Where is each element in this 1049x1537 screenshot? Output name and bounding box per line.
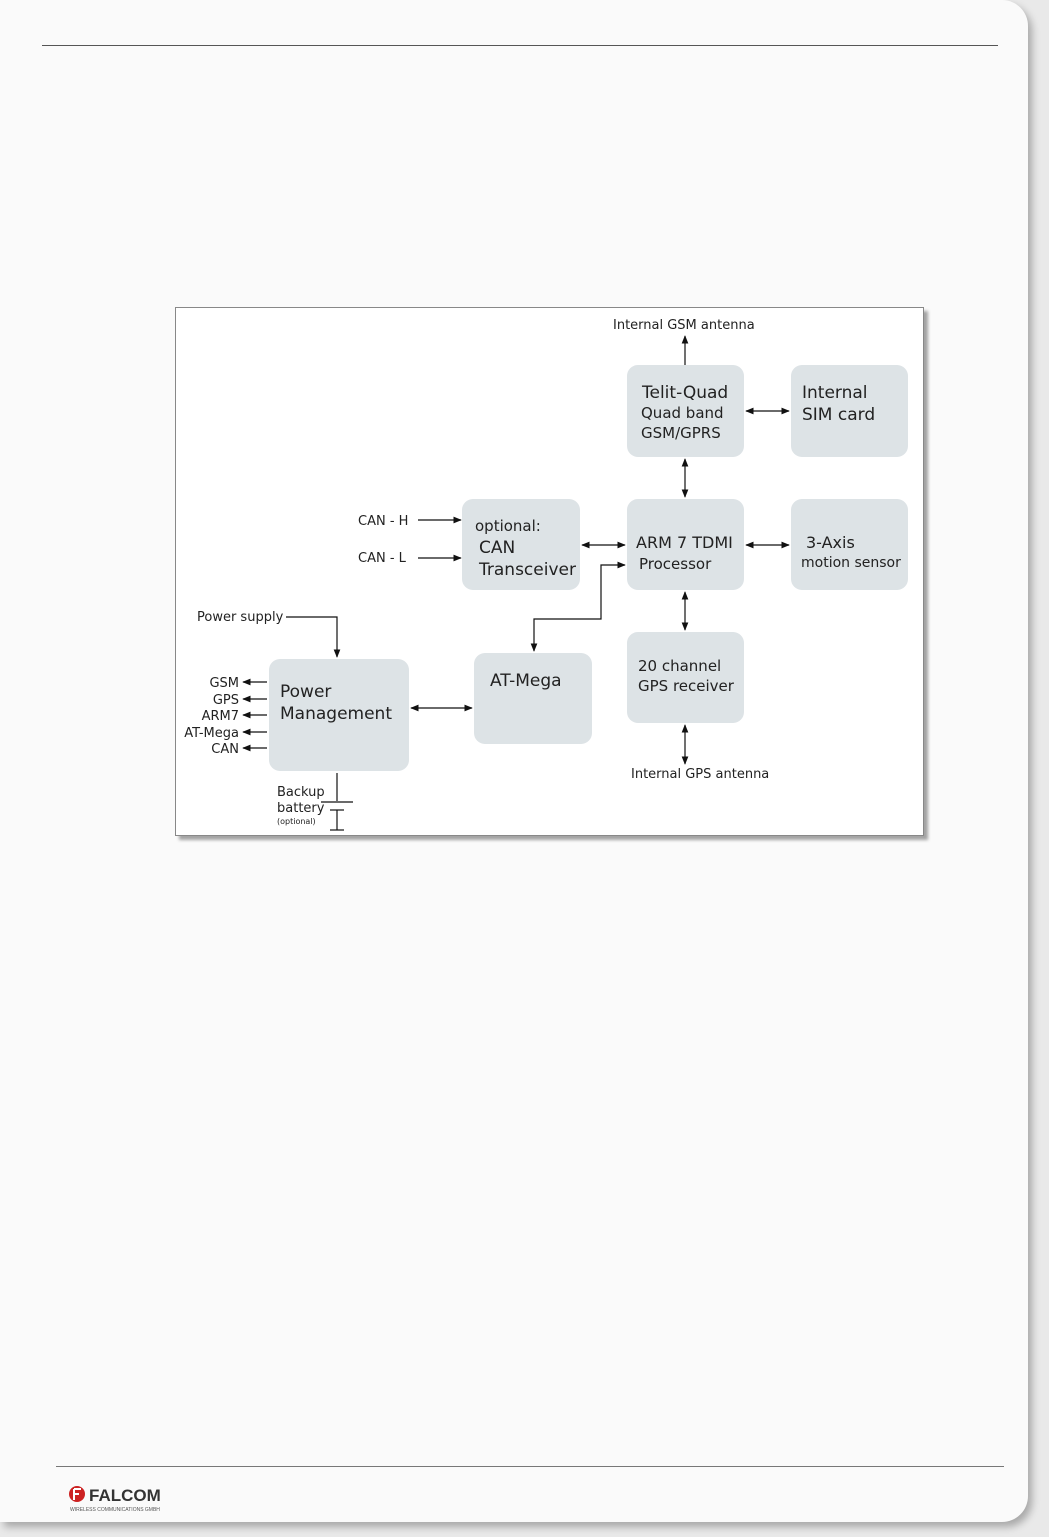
label-out-atmega: AT-Mega — [184, 726, 239, 741]
label-power-supply: Power supply — [197, 610, 284, 625]
logo-text: FALCOM — [89, 1486, 161, 1505]
logo-subtext: WIRELESS COMMUNICATIONS GMBH — [70, 1507, 160, 1513]
document-page: Telit-Quad Quad band GSM/GPRS Internal S… — [0, 0, 1028, 1522]
block-gps-receiver: 20 channel GPS receiver — [627, 632, 744, 723]
block-arm-processor: ARM 7 TDMI Processor — [627, 499, 744, 590]
motion-line-1: 3-Axis — [806, 533, 855, 552]
label-out-gsm: GSM — [209, 676, 239, 691]
label-battery: battery — [277, 801, 325, 816]
label-can-l: CAN - L — [358, 551, 407, 566]
arrow-arm-atmega — [530, 561, 626, 652]
label-gps-antenna: Internal GPS antenna — [631, 767, 769, 782]
label-out-can: CAN — [211, 742, 239, 757]
motion-line-2: motion sensor — [801, 555, 901, 571]
connections — [242, 335, 790, 831]
block-diagram: Telit-Quad Quad band GSM/GPRS Internal S… — [175, 307, 924, 836]
telit-line-2: Quad band — [641, 404, 724, 422]
falcom-logo: FALCOM WIRELESS COMMUNICATIONS GMBH — [69, 1486, 161, 1513]
gps-line-1: 20 channel — [638, 657, 721, 675]
block-atmega: AT-Mega — [474, 653, 592, 744]
arrow-power-supply — [286, 616, 341, 658]
block-can-transceiver: optional: CAN Transceiver — [462, 499, 580, 590]
arm-line-2: Processor — [639, 555, 712, 573]
block-sim-card: Internal SIM card — [791, 365, 908, 457]
can-line-2: CAN — [479, 538, 515, 558]
power-line-2: Management — [280, 704, 392, 724]
label-out-gps: GPS — [213, 693, 239, 708]
telit-line-3: GSM/GPRS — [641, 424, 721, 442]
label-out-arm7: ARM7 — [202, 709, 239, 724]
power-line-1: Power — [280, 682, 331, 702]
atmega-line-1: AT-Mega — [490, 671, 562, 691]
sim-line-2: SIM card — [802, 405, 875, 425]
can-line-1: optional: — [475, 517, 541, 535]
header-rule — [42, 45, 998, 46]
block-diagram-svg: Telit-Quad Quad band GSM/GPRS Internal S… — [184, 318, 908, 831]
can-line-3: Transceiver — [478, 560, 576, 580]
power-output-labels: GSM GPS ARM7 AT-Mega CAN — [184, 676, 239, 757]
block-motion-sensor: 3-Axis motion sensor — [791, 499, 908, 590]
sim-line-1: Internal — [802, 383, 868, 403]
block-power-management: Power Management — [269, 659, 409, 771]
telit-line-1: Telit-Quad — [641, 383, 728, 403]
label-gsm-antenna: Internal GSM antenna — [613, 318, 755, 333]
footer-rule — [56, 1466, 1004, 1467]
label-backup: Backup — [277, 785, 325, 800]
arm-line-1: ARM 7 TDMI — [636, 533, 733, 552]
block-telit: Telit-Quad Quad band GSM/GPRS — [627, 365, 744, 457]
label-can-h: CAN - H — [358, 514, 408, 529]
gps-line-2: GPS receiver — [638, 677, 735, 695]
label-battery-optional: (optional) — [277, 817, 316, 826]
